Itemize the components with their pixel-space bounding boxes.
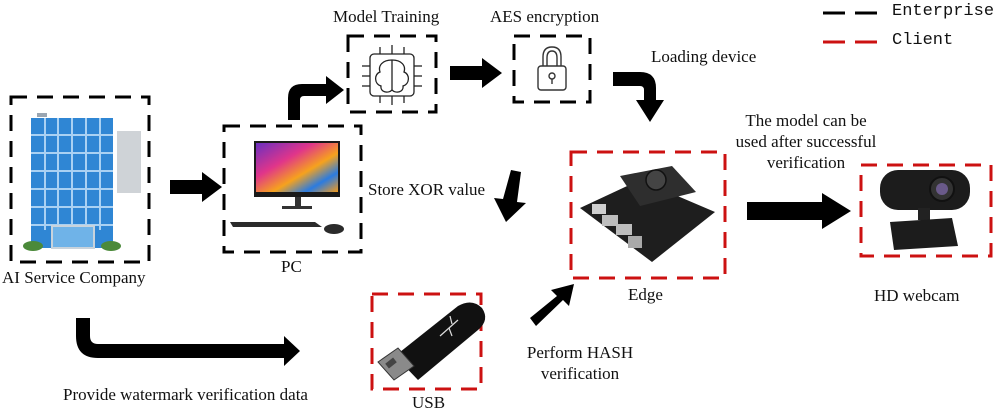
- webcam-node: [859, 163, 993, 258]
- training-node: [346, 34, 438, 114]
- pc-label: PC: [281, 257, 302, 276]
- legend: [823, 11, 880, 44]
- arrow-company-to-pc: [170, 172, 222, 202]
- store-xor-label: Store XOR value: [368, 180, 486, 199]
- usb-label: USB: [412, 393, 446, 412]
- usb-node: [370, 292, 486, 391]
- model-use-line-2: used after successful: [735, 132, 877, 151]
- arrow-aes-to-edge: [613, 72, 664, 122]
- hash-line-1: Perform HASH: [526, 343, 634, 362]
- company-label: AI Service Company: [2, 268, 146, 287]
- edge-board-icon: [580, 166, 715, 262]
- encryption-label: AES encryption: [490, 7, 600, 26]
- model-use-label: The model can be used after successful v…: [716, 110, 896, 173]
- ai-brain-chip-icon: [362, 45, 422, 105]
- watermark-label: Provide watermark verification data: [63, 385, 308, 404]
- model-use-line-3: verification: [766, 153, 846, 172]
- office-building-icon: [23, 113, 141, 251]
- pc-node: [222, 124, 363, 254]
- webcam-label: HD webcam: [874, 286, 960, 305]
- webcam-icon: [880, 170, 970, 250]
- hash-line-2: verification: [540, 364, 620, 383]
- hash-label: Perform HASH verification: [515, 342, 645, 384]
- arrow-company-to-usb: [76, 318, 300, 366]
- training-label: Model Training: [333, 7, 440, 26]
- usb-drive-icon: [377, 302, 486, 381]
- padlock-icon: [537, 46, 567, 91]
- encryption-node: [512, 34, 592, 104]
- legend-enterprise-label: Enterprise: [892, 2, 995, 21]
- desktop-computer-icon: [230, 141, 344, 234]
- edge-node: [569, 150, 727, 280]
- arrow-training-to-aes: [450, 58, 502, 88]
- arrow-usb-to-edge: [530, 284, 574, 326]
- arrow-pc-to-training: [288, 76, 344, 120]
- arrow-store-xor: [494, 170, 526, 222]
- loading-device-label: Loading device: [651, 47, 757, 66]
- company-node: [9, 95, 151, 264]
- arrow-edge-to-webcam: [747, 193, 851, 229]
- edge-label: Edge: [628, 285, 663, 304]
- legend-client-label: Client: [892, 31, 954, 50]
- model-use-line-1: The model can be: [745, 111, 867, 130]
